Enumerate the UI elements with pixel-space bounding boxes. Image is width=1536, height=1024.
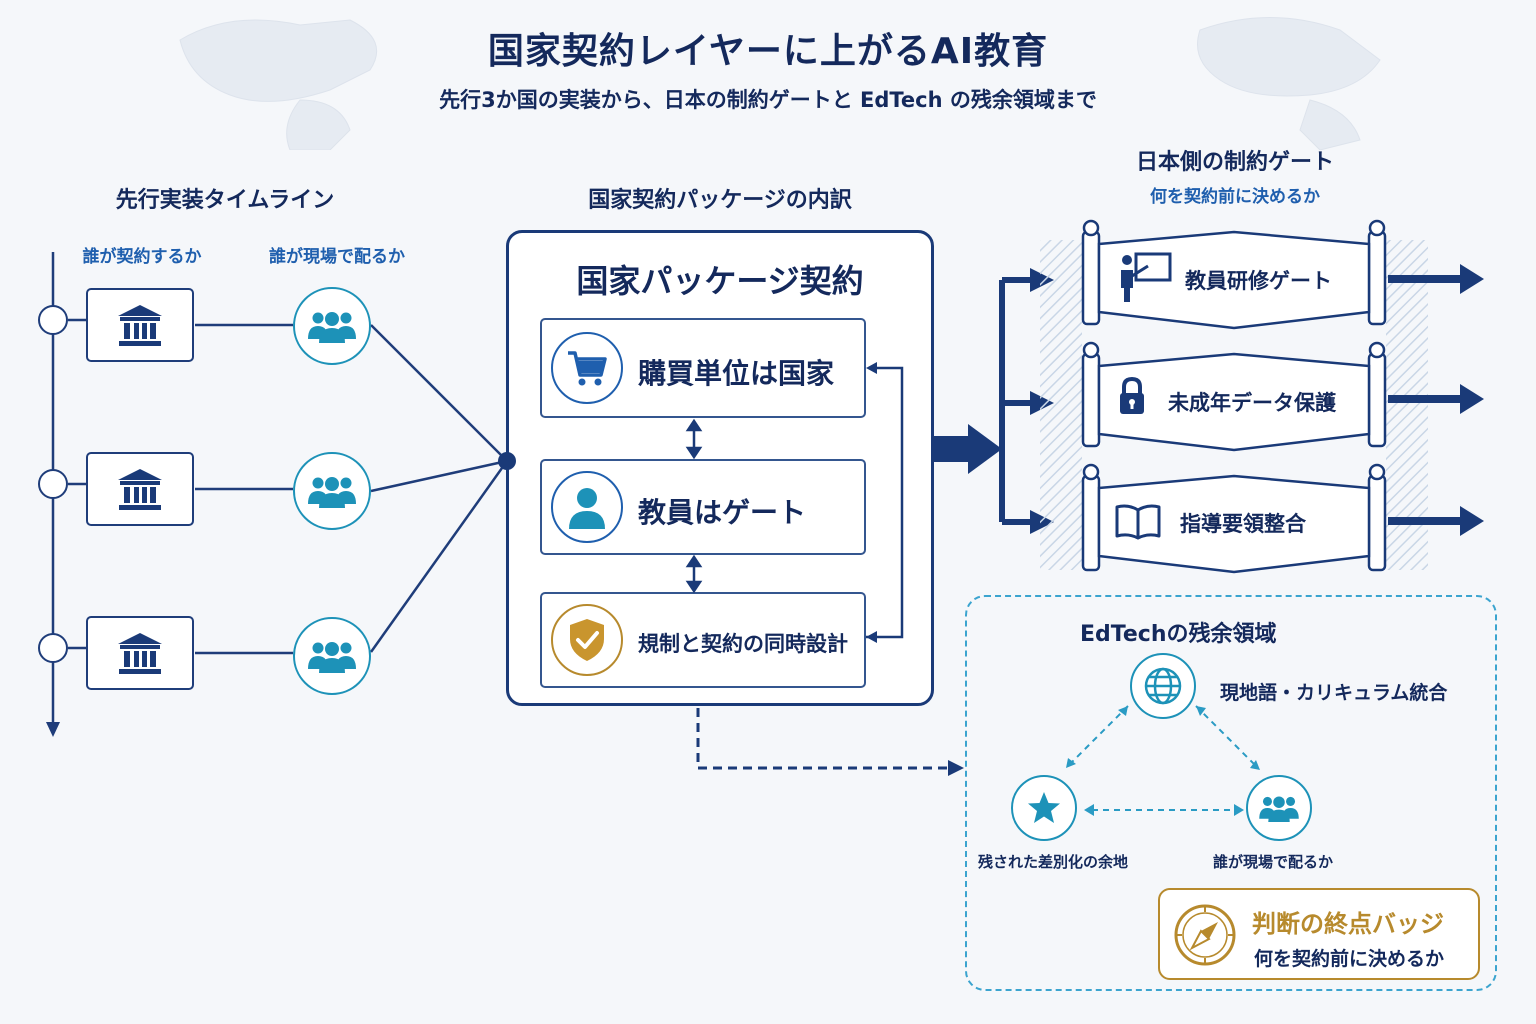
page-title: 国家契約レイヤーに上がるAI教育: [487, 31, 1049, 72]
package-item-label: 規制と契約の同時設計: [638, 632, 848, 656]
package-item-label: 購買単位は国家: [638, 357, 835, 390]
page-subtitle: 先行3か国の実装から、日本の制約ゲートと EdTech の残余領域まで: [439, 88, 1097, 112]
people-icon: [308, 642, 356, 673]
node-label-delivery: 誰が現場で配るか: [1213, 853, 1334, 871]
timeline-node: [38, 305, 68, 335]
people-circle: [293, 452, 371, 530]
package-box-title: 国家パッケージ契約: [576, 262, 864, 300]
star-icon: [1028, 792, 1060, 823]
package-item-purchase: 購買単位は国家: [540, 318, 866, 418]
people-circle: [293, 287, 371, 365]
government-box: [86, 452, 194, 526]
package-item-regulation: 規制と契約の同時設計: [540, 592, 866, 688]
people-icon: [1259, 796, 1299, 822]
globe-icon: [1144, 667, 1182, 705]
gates-section-title: 日本側の制約ゲート: [1135, 150, 1334, 175]
edtech-residual-area: [965, 595, 1497, 991]
gate-label-training: 教員研修ゲート: [1185, 269, 1332, 293]
convergence-dot: [498, 452, 516, 470]
package-section-title: 国家契約パッケージの内訳: [588, 188, 852, 213]
government-building-icon: [118, 305, 162, 346]
person-icon: [569, 488, 605, 529]
gates-section-subtitle: 何を契約前に決めるか: [1150, 187, 1320, 207]
timeline-col-deliver: 誰が現場で配るか: [269, 247, 405, 267]
shield-check-icon: [570, 619, 604, 661]
people-icon: [308, 312, 356, 343]
compass-icon: [1174, 904, 1236, 966]
gate-label-curriculum: 指導要領整合: [1180, 512, 1306, 536]
badge-title: 判断の終点バッジ: [1252, 910, 1444, 938]
globe-node: [1130, 653, 1196, 719]
government-building-icon: [118, 469, 162, 510]
people-icon: [308, 477, 356, 508]
package-item-label: 教員はゲート: [638, 496, 807, 529]
government-box: [86, 288, 194, 362]
star-node: [1011, 775, 1077, 841]
edtech-title: EdTechの残余領域: [1080, 622, 1277, 647]
timeline-node: [38, 469, 68, 499]
teacher-board-icon: [1121, 252, 1172, 302]
timeline-node: [38, 633, 68, 663]
people-circle: [293, 617, 371, 695]
timeline-col-contract: 誰が契約するか: [82, 247, 202, 267]
world-map-background: [179, 17, 1381, 150]
badge-subtitle: 何を契約前に決めるか: [1254, 948, 1445, 970]
cart-icon: [568, 351, 607, 386]
node-label-differentiation: 残された差別化の余地: [978, 853, 1129, 871]
lock-icon: [1120, 376, 1144, 414]
package-item-teacher: 教員はゲート: [540, 459, 866, 555]
government-box: [86, 616, 194, 690]
gate-label-data-protection: 未成年データ保護: [1168, 391, 1336, 415]
government-building-icon: [118, 633, 162, 674]
node-label-localization: 現地語・カリキュラム統合: [1220, 682, 1448, 704]
timeline-section-title: 先行実装タイムライン: [115, 188, 335, 213]
people-node: [1246, 775, 1312, 841]
book-icon: [1115, 504, 1161, 540]
decision-endpoint-badge: 判断の終点バッジ 何を契約前に決めるか: [1158, 888, 1480, 980]
